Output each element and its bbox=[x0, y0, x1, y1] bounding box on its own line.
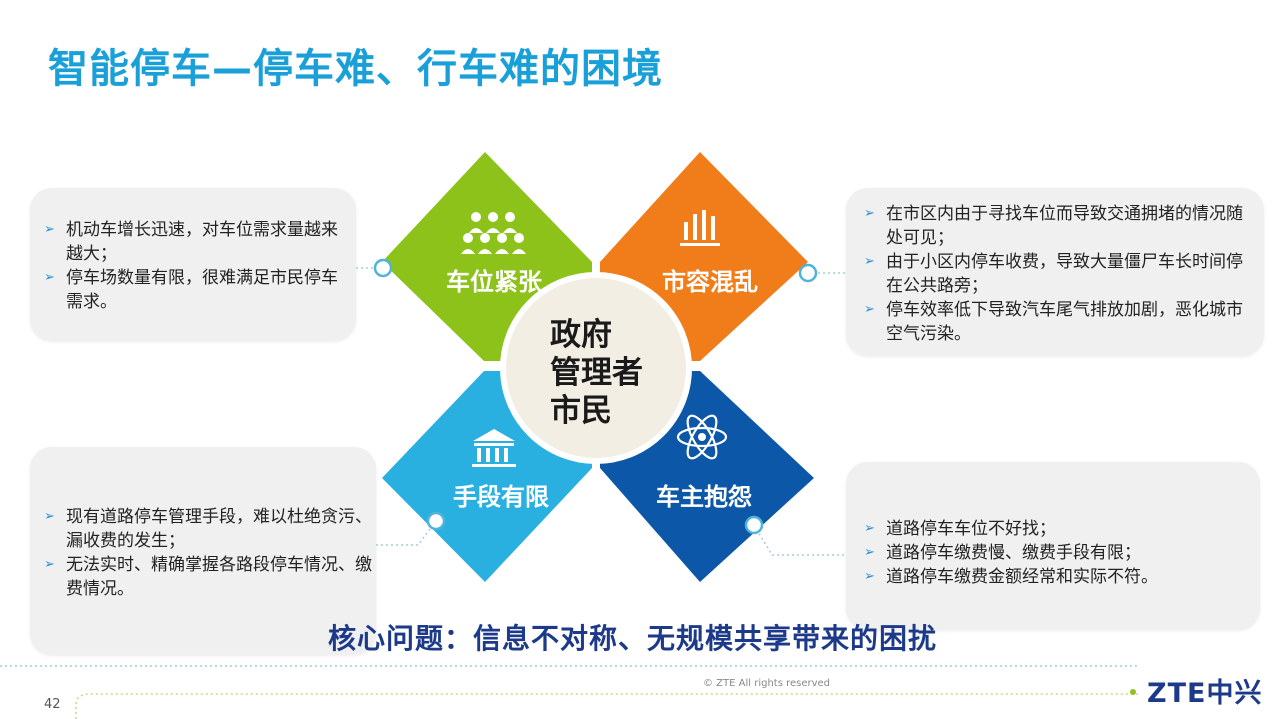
quadrant-label-top-left: 车位紧张 bbox=[446, 268, 542, 296]
list-item: ➢现有道路停车管理手段，难以杜绝贪污、漏收费的发生； bbox=[44, 507, 372, 551]
list-item: ➢停车场数量有限，很难满足市民停车需求。 bbox=[44, 268, 338, 312]
list-item: ➢停车效率低下导致汽车尾气排放加剧，恶化城市空气污染。 bbox=[864, 300, 1243, 344]
list-item: ➢道路停车缴费金额经常和实际不符。 bbox=[864, 567, 1158, 587]
page-title: 智能停车—停车难、行车难的困境 bbox=[48, 46, 663, 92]
text-box-top-left: ➢机动车增长迅速，对车位需求量越来越大； ➢停车场数量有限，很难满足市民停车需求… bbox=[30, 188, 356, 341]
connector-line bbox=[376, 520, 437, 546]
text-box-bottom-right: ➢道路停车车位不好找； ➢道路停车缴费慢、缴费手段有限； ➢道路停车缴费金额经常… bbox=[846, 462, 1260, 630]
atom-icon bbox=[676, 414, 728, 460]
text-box-bottom-left: ➢现有道路停车管理手段，难以杜绝贪污、漏收费的发生； ➢无法实时、精确掌握各路段… bbox=[30, 447, 376, 655]
zte-logo: ZTE中兴 bbox=[1147, 678, 1263, 709]
arrow-bullet-icon: ➢ bbox=[864, 302, 875, 317]
connector-dot bbox=[798, 263, 818, 283]
footer-line bbox=[75, 693, 1138, 719]
list-item: ➢道路停车车位不好找； bbox=[864, 519, 1056, 539]
quadrant-label-top-right: 市容混乱 bbox=[662, 268, 758, 296]
page-number: 42 bbox=[44, 697, 61, 712]
connector-dot bbox=[426, 511, 446, 531]
list-item: ➢道路停车缴费慢、缴费手段有限； bbox=[864, 543, 1141, 563]
quadrant-label-bottom-left: 手段有限 bbox=[453, 483, 549, 511]
bank-building-icon bbox=[472, 429, 516, 467]
connector-dot bbox=[373, 258, 393, 278]
list-item: ➢机动车增长迅速，对车位需求量越来越大； bbox=[44, 220, 338, 264]
arrow-bullet-icon: ➢ bbox=[44, 557, 55, 572]
quadrant-label-bottom-right: 车主抱怨 bbox=[656, 483, 752, 511]
arrow-bullet-icon: ➢ bbox=[864, 206, 875, 221]
arrow-bullet-icon: ➢ bbox=[864, 521, 875, 536]
arrow-bullet-icon: ➢ bbox=[864, 569, 875, 584]
list-item: ➢由于小区内停车收费，导致大量僵尸车长时间停在公共路旁； bbox=[864, 252, 1243, 296]
copyright: © ZTE All rights reserved bbox=[703, 678, 831, 689]
connector-line bbox=[753, 524, 846, 556]
list-item: ➢无法实时、精确掌握各路段停车情况、缴费情况。 bbox=[44, 555, 372, 599]
arrow-bullet-icon: ➢ bbox=[44, 509, 55, 524]
text-box-top-right: ➢在市区内由于寻找车位而导致交通拥堵的情况随处可见； ➢由于小区内停车收费，导致… bbox=[846, 188, 1264, 356]
people-group-icon bbox=[461, 212, 526, 254]
arrow-bullet-icon: ➢ bbox=[864, 545, 875, 560]
connector-dot bbox=[744, 515, 764, 535]
footer-dot bbox=[1130, 689, 1136, 695]
arrow-bullet-icon: ➢ bbox=[44, 270, 55, 285]
core-issue: 核心问题：信息不对称、无规模共享带来的困扰 bbox=[328, 622, 938, 655]
arrow-bullet-icon: ➢ bbox=[864, 254, 875, 269]
bar-chart-icon bbox=[680, 210, 720, 246]
center-text: 政府 管理者 市民 bbox=[550, 317, 643, 429]
center-circle bbox=[500, 272, 692, 464]
list-item: ➢在市区内由于寻找车位而导致交通拥堵的情况随处可见； bbox=[864, 204, 1243, 248]
arrow-bullet-icon: ➢ bbox=[44, 222, 55, 237]
